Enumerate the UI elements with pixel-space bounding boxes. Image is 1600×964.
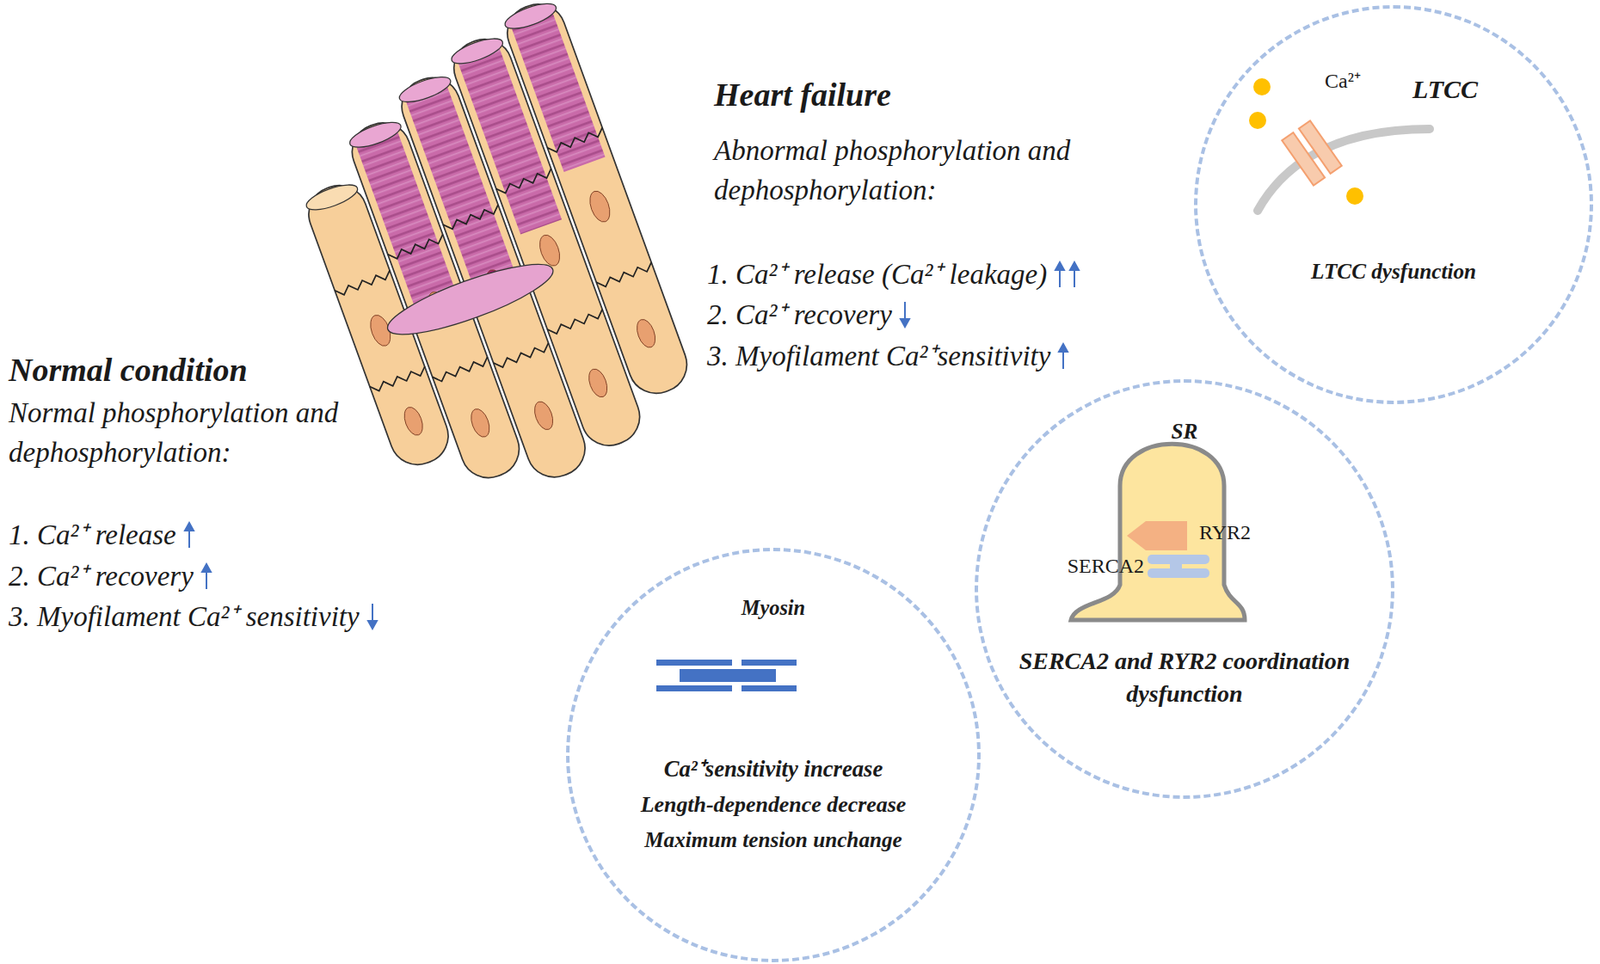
- up-arrow: [183, 521, 196, 549]
- section-heading-text: Normal condition: [8, 351, 248, 388]
- circle-caption: Length-dependence decrease: [569, 790, 978, 821]
- circle-caption: Maximum tension unchange: [569, 825, 978, 856]
- ryr2-channel: [1126, 521, 1188, 551]
- section-heading: Normal condition: [8, 347, 248, 394]
- circle-title: Myosin: [569, 594, 978, 623]
- section-heading: Heart failure: [713, 72, 892, 118]
- sr-circle: SR SERCA2 and RYR2 coordination dysfuncti…: [974, 379, 1395, 800]
- arrow-group: [898, 301, 911, 329]
- down-arrow: [898, 301, 911, 329]
- circle-caption: LTCC dysfunction: [1197, 257, 1590, 287]
- subheading-text: Normal phosphorylation and dephosphoryla…: [8, 397, 339, 468]
- part-label-text: SERCA2: [1067, 554, 1145, 578]
- muscle-cell: [499, 0, 696, 401]
- ltcc-channel: [1281, 120, 1342, 185]
- subheading-text: Abnormal phosphorylation and dephosphory…: [713, 135, 1071, 206]
- list-item: 1. Ca²⁺ release: [8, 515, 196, 555]
- cut-face: [381, 252, 560, 348]
- subheading: Abnormal phosphorylation and dephosphory…: [713, 130, 1196, 210]
- part-label-text: RYR2: [1199, 521, 1251, 544]
- part-label: SERCA2: [1067, 553, 1145, 579]
- membrane: [1257, 129, 1430, 211]
- list-item-text: 3. Myofilament Ca²⁺ sensitivity: [8, 596, 360, 637]
- arrow-group: [183, 521, 196, 549]
- list-item: 2. Ca²⁺ recovery: [707, 295, 911, 335]
- subheading: Normal phosphorylation and dephosphoryla…: [8, 393, 422, 473]
- up-arrow: [1053, 260, 1066, 289]
- myosin-filaments: [656, 659, 797, 692]
- calcium-ion: [1253, 78, 1271, 96]
- arrow-group: [1053, 260, 1081, 289]
- arrow-group: [200, 562, 213, 591]
- up-arrow: [200, 562, 213, 591]
- part-label: RYR2: [1199, 520, 1251, 546]
- list-item-text: 2. Ca²⁺ recovery: [707, 295, 893, 335]
- list-item-text: 1. Ca²⁺ release (Ca²⁺ leakage): [707, 254, 1047, 295]
- ion-label-text: Ca²⁺: [1324, 69, 1361, 93]
- circle-caption: Ca²⁺sensitivity increase: [569, 754, 978, 786]
- up-arrow: [1068, 260, 1081, 289]
- ltcc-circle: LTCC LTCC dysfunction: [1193, 5, 1594, 405]
- list-item-text: 1. Ca²⁺ release: [8, 515, 177, 555]
- myosin-circle: MyosinCa²⁺sensitivity increaseLength-dep…: [566, 547, 981, 963]
- list-item: 3. Myofilament Ca²⁺ sensitivity: [8, 596, 379, 637]
- section-heading-text: Heart failure: [713, 76, 892, 113]
- circle-title: LTCC: [1412, 72, 1478, 108]
- cardiomyocytes: [265, 0, 710, 528]
- list-item: 2. Ca²⁺ recovery: [8, 556, 213, 597]
- arrow-group: [366, 603, 379, 631]
- list-item: 1. Ca²⁺ release (Ca²⁺ leakage): [707, 254, 1081, 295]
- up-arrow: [1057, 342, 1070, 370]
- list-item-text: 3. Myofilament Ca²⁺sensitivity: [707, 336, 1051, 376]
- serca2-pump: [1147, 554, 1210, 579]
- calcium-ion: [1346, 187, 1364, 205]
- list-item-text: 2. Ca²⁺ recovery: [8, 556, 194, 597]
- list-item: 3. Myofilament Ca²⁺sensitivity: [707, 336, 1070, 376]
- ion-label: Ca²⁺: [1324, 68, 1361, 94]
- circle-caption: SERCA2 and RYR2 coordination dysfunction: [1016, 645, 1353, 711]
- down-arrow: [366, 603, 379, 631]
- circle-title: SR: [978, 417, 1391, 447]
- arrow-group: [1057, 342, 1070, 370]
- calcium-ion: [1249, 111, 1267, 130]
